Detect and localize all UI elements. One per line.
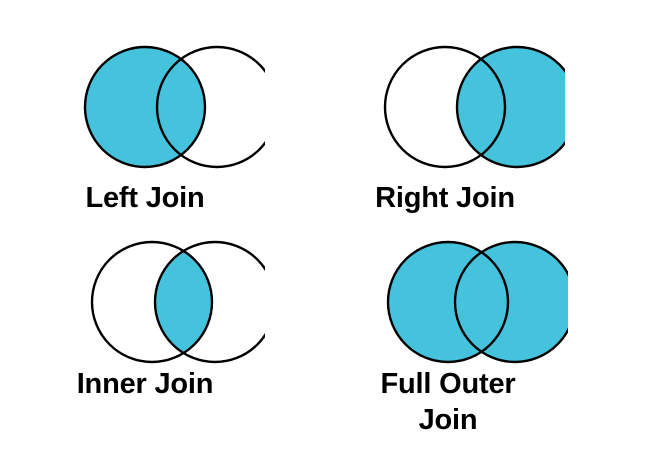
intersection-region <box>157 47 205 167</box>
left-join-label: Left Join <box>85 182 205 214</box>
left-set-outline <box>83 45 207 169</box>
inner-join-label: Inner Join <box>76 368 214 400</box>
left-join-venn-svg <box>83 45 265 169</box>
full-outer-join-label: Full Outer Join <box>380 368 516 436</box>
full-outer-join-venn-svg <box>386 240 568 364</box>
inner-join-venn-svg <box>90 240 265 364</box>
venn-diagram-left-join: Left Join <box>25 40 265 220</box>
venn-diagram-inner-join: Inner Join <box>25 238 265 418</box>
left-set-outline <box>386 240 510 364</box>
right-set-outline <box>155 45 265 169</box>
left-set-outline <box>90 240 214 364</box>
intersection-region <box>457 47 505 167</box>
right-set-outline <box>453 240 568 364</box>
intersection-region <box>155 242 212 362</box>
right-join-venn-svg <box>383 45 565 169</box>
left-set-outline <box>383 45 507 169</box>
venn-diagram-right-join: Right Join <box>325 40 565 220</box>
right-join-label: Right Join <box>375 182 515 214</box>
right-set-outline <box>153 240 265 364</box>
venn-diagram-full-outer-join: Full Outer Join <box>328 238 568 458</box>
right-set-outline <box>455 45 565 169</box>
right-set-circle <box>455 242 568 362</box>
